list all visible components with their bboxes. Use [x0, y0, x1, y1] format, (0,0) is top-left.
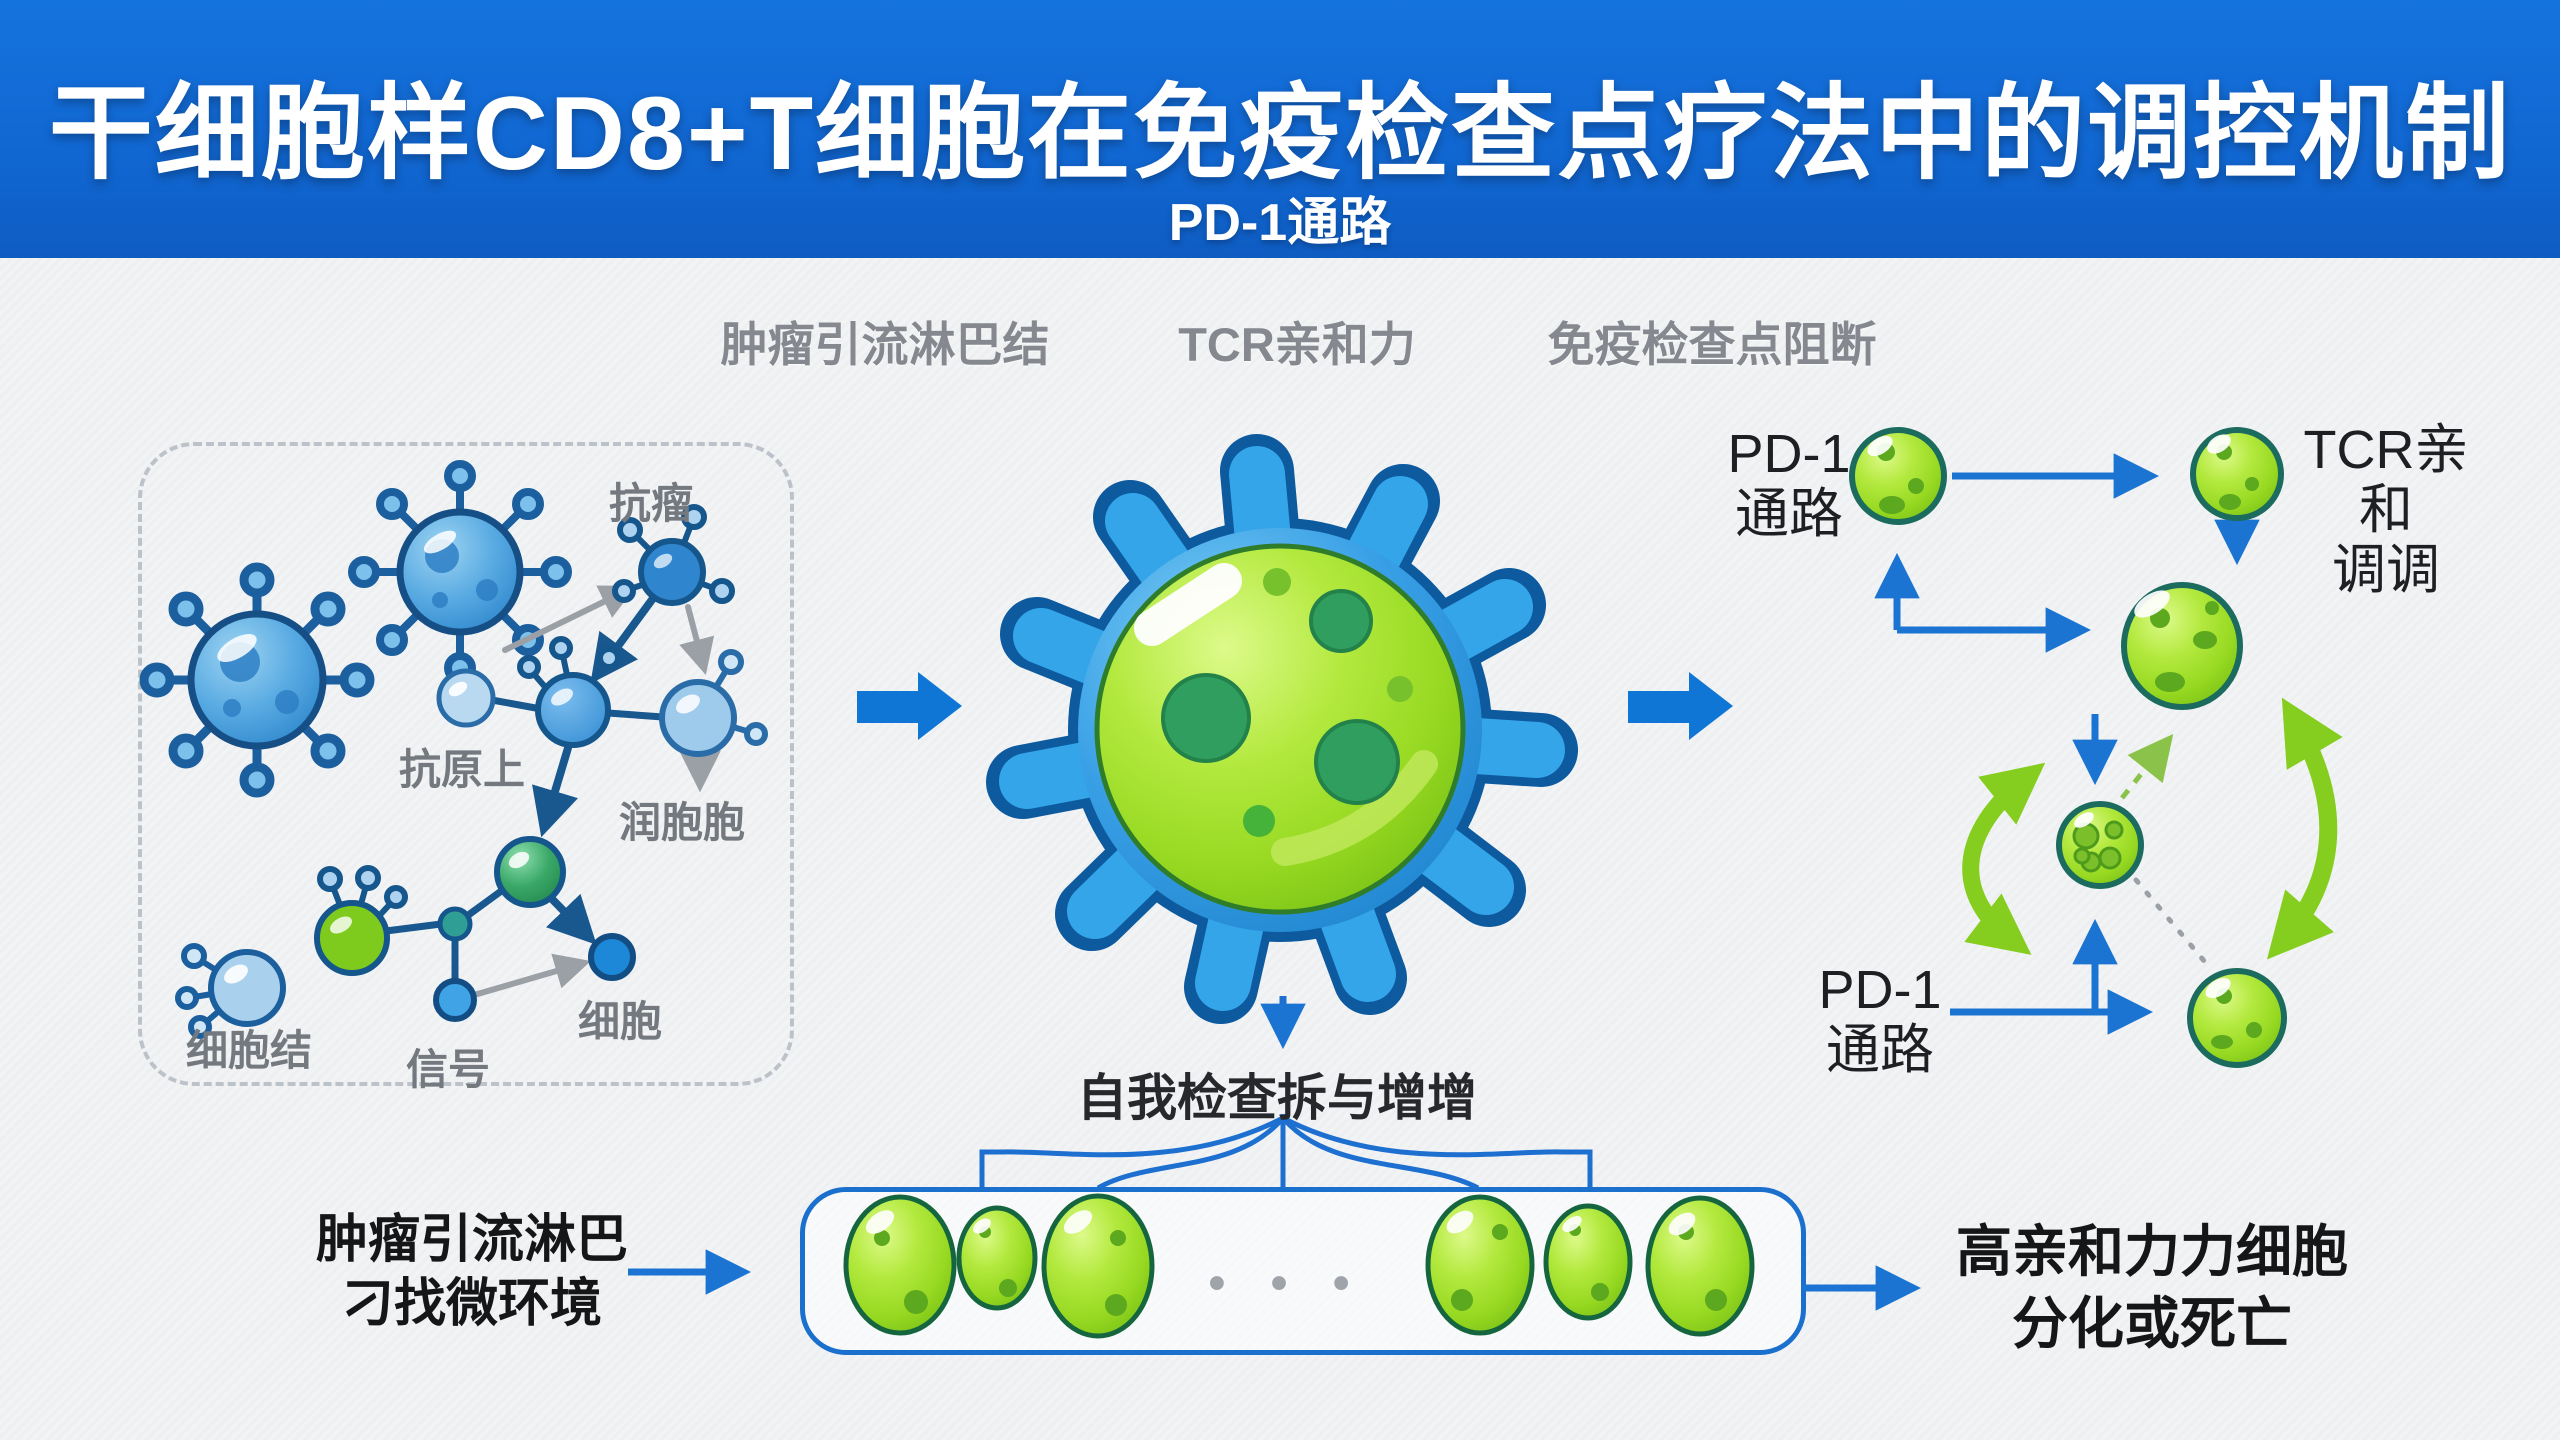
tumor-microenv-label: 肿瘤引流淋巴 刁找微环境: [316, 1208, 628, 1336]
column-label-lymph: 肿瘤引流淋巴结: [720, 318, 1050, 371]
self-check-connector: [979, 996, 1593, 1191]
page-subtitle: PD-1通路: [1168, 194, 1392, 252]
label-line: TCR亲和: [2303, 420, 2469, 540]
network-edges: [382, 585, 721, 998]
cell-pool: [843, 1193, 1755, 1339]
label-line: PD-1: [1818, 960, 1942, 1020]
dashed-green-link: [2120, 733, 2174, 800]
tcr-affinity-label: TCR亲和 调调: [2299, 420, 2473, 600]
label-line: PD-1: [1727, 424, 1851, 484]
virus-icon-small: [348, 460, 572, 684]
label-antigen: 抗原上: [398, 746, 526, 793]
label-line: 通路: [1826, 1020, 1934, 1080]
cell-pool-box: [800, 1187, 1806, 1355]
block-arrow-left: [857, 672, 962, 740]
label-cell-node: 细胞结: [185, 1027, 313, 1074]
label-line: 分化或死亡: [2012, 1292, 2292, 1355]
tcell-states: [1849, 427, 2287, 1068]
high-affinity-fate-label: 高亲和力力细胞 分化或死亡: [1956, 1216, 2348, 1360]
pd1-pathway-top-label: PD-1 通路: [1727, 424, 1850, 544]
column-label-tcr: TCR亲和力: [1178, 318, 1416, 371]
label-anti-tumor: 抗瘤: [608, 480, 694, 527]
label-line: 高亲和力力细胞: [1956, 1220, 2348, 1283]
dashed-gray-link: [2133, 877, 2208, 965]
label-cell: 细胞: [577, 998, 663, 1045]
right-flow-arrows: [1874, 453, 2260, 1035]
header-banner: 干细胞样CD8+T细胞在免疫检查点疗法中的调控机制 PD-1通路: [0, 0, 2560, 258]
lymph-node-dashed-box: [138, 442, 794, 1086]
page-title: 干细胞样CD8+T细胞在免疫检查点疗法中的调控机制: [48, 76, 2512, 192]
virus-icon-large: [139, 562, 375, 798]
label-signal: 信号: [405, 1046, 491, 1093]
label-line: 通路: [1735, 484, 1843, 544]
self-check-label: 自我检查拆与增增: [1077, 1070, 1477, 1126]
block-arrow-right: [1628, 672, 1733, 740]
column-label-blockade: 免疫检查点阻断: [1547, 318, 1877, 371]
pd1-pathway-bottom-label: PD-1 通路: [1818, 960, 1941, 1080]
label-line: 刁找微环境: [341, 1275, 603, 1333]
dendritic-cell: [986, 434, 1578, 1024]
label-line: 调调: [2332, 540, 2440, 600]
label-right-cell: 润胞胞: [618, 799, 746, 846]
network-nodes: [175, 504, 768, 1039]
label-line: 肿瘤引流淋巴: [315, 1211, 629, 1269]
ellipsis-dots: • • •: [1208, 1257, 1366, 1310]
cycle-arrows: [1962, 697, 2343, 960]
